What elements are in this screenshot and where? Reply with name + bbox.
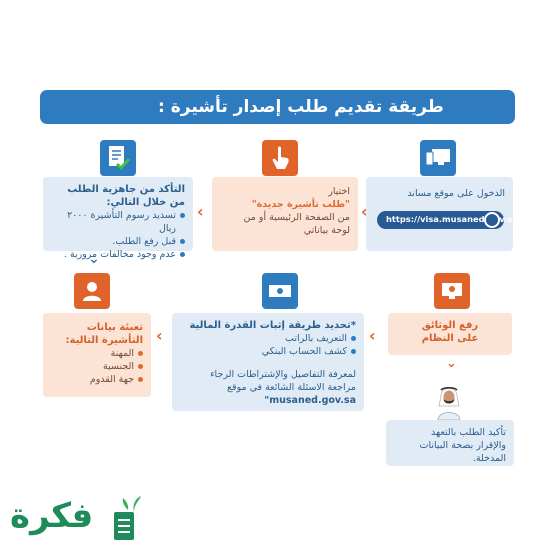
page-banner: طريقة تقديم طلب إصدار تأشيرة : [40,90,515,124]
confirm-line-2: والإقرار بصحة البيانات [419,440,506,451]
visa-data-title-1: تعبئة بيانات [86,322,143,333]
list-item: الجنسية [51,360,143,373]
upload-line-1: رفع الوثائق [421,320,479,331]
upload-monitor-icon [434,273,470,309]
choose-line-2: "طلب تأشيرة جديدة" [251,199,350,210]
chevron-down-icon: ⌄ [88,251,100,267]
list-item: كشف الحساب البنكي [180,345,356,358]
logo-book-icon [112,494,142,542]
financial-note-1: لمعرفة التفاصيل والإشتراطات الرجاء [210,369,356,380]
list-item: التعريف بالراتب [180,332,356,345]
list-item: جهة القدوم [51,373,143,386]
banner-title: طريقة تقديم طلب إصدار تأشيرة : [158,97,444,117]
confirm-card: تأكيد الطلب بالتعهد والإقرار بصحة البيان… [386,420,514,466]
confirm-line-1: تأكيد الطلب بالتعهد [430,427,506,438]
avatar [432,382,466,421]
financial-note-3: musaned.gov.sa" [264,395,356,406]
pointer-hand-icon [262,140,298,176]
musaned-url-link[interactable]: https://visa.musaned.gov.sa [377,211,518,229]
financial-card: *تحديد طريقة إثبات القدرة المالية التعري… [172,313,364,411]
upload-line-2: على النظام [421,333,479,344]
chevron-left-icon: ‹ [156,326,163,345]
visa-data-title-2: التأشيرة التالية: [65,335,143,346]
user-icon [74,273,110,309]
choose-line-1: اختيار [328,186,350,197]
visa-data-card: تعبئة بيانات التأشيرة التالية: المهنة ال… [43,313,151,397]
upload-card: رفع الوثائق على النظام [388,313,512,355]
readiness-title-1: التأكد من جاهزية الطلب [67,184,185,195]
financial-note-2: مراجعة الاسئلة الشائعة في موقع [227,382,356,393]
readiness-card: التأكد من جاهزية الطلب من خلال التالي: ت… [43,177,193,260]
choose-line-3: من الصفحة الرئيسية أو من [243,212,350,223]
chevron-left-icon: ‹ [197,202,204,221]
financial-title: *تحديد طريقة إثبات القدرة المالية [189,320,356,331]
search-icon [484,212,500,228]
readiness-title-2: من خلال التالي: [106,197,185,208]
chevron-down-icon: ⌄ [446,356,457,371]
money-icon [262,273,298,309]
login-text: الدخول على موقع مساند [407,188,505,199]
chevron-left-icon: ‹ [369,326,376,345]
list-item: عدم وجود مخالفات مرورية . [51,248,185,261]
list-item: قبل رفع الطلب. [51,235,185,248]
chevron-left-icon: ‹ [361,202,368,221]
devices-icon [420,140,456,176]
confirm-line-3: المدخلة. [472,453,506,464]
list-item: تسديد رسوم التأشيرة ٢٠٠٠ ريال [51,209,185,235]
list-item: المهنة [51,347,143,360]
logo-text: فكرة [10,496,94,536]
document-check-icon [100,140,136,176]
choose-request-card: اختيار "طلب تأشيرة جديدة" من الصفحة الرئ… [212,177,358,251]
choose-line-4: لوحة بياناتي [303,225,350,236]
